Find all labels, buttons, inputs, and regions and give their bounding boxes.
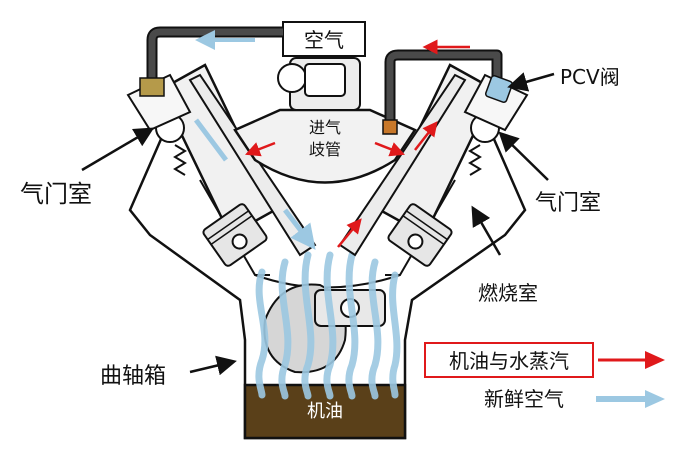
intake-manifold-label-line2: 歧管: [309, 140, 341, 159]
legend-oil-vapor-arrow: [598, 351, 665, 369]
left-cylinder: [126, 63, 317, 267]
crankcase-air-flow: [255, 251, 401, 400]
pcv-valve-label: PCV阀: [560, 65, 620, 89]
fresh-air-flow-arrows: [194, 118, 316, 250]
legend-oil-vapor-box: [424, 342, 594, 378]
air-inlet: 空气: [282, 21, 366, 57]
left-breather-hose: [139, 26, 283, 97]
oil-sump: 机油: [243, 383, 407, 440]
air-label: 空气: [304, 28, 344, 52]
valve-chamber-right-callout: 气门室: [498, 131, 601, 216]
legend: 机油与水蒸汽 新鲜空气: [424, 342, 665, 411]
legend-fresh-air-arrow: [596, 390, 665, 408]
crankcase-label: 曲轴箱: [100, 364, 166, 389]
intake-manifold-label-line1: 进气: [309, 118, 341, 137]
valve-chamber-left-callout: 气门室: [20, 127, 155, 208]
combustion-chamber-callout: 燃烧室: [471, 205, 538, 305]
pcv-hose: [382, 39, 503, 135]
legend-fresh-air-label: 新鲜空气: [484, 387, 564, 411]
valve-chamber-left-label: 气门室: [20, 180, 92, 208]
right-cylinder: [338, 63, 529, 267]
crankcase-callout: 曲轴箱: [100, 355, 237, 389]
legend-oil-vapor-label: 机油与水蒸汽: [449, 349, 569, 373]
valve-chamber-right-label: 气门室: [535, 191, 601, 216]
oil-vapor-flow-arrows: [245, 121, 438, 248]
combustion-chamber-label: 燃烧室: [478, 281, 538, 305]
intake-manifold: 进气 歧管: [233, 57, 417, 184]
pcv-valve: PCV阀: [484, 65, 620, 104]
oil-label: 机油: [307, 401, 343, 422]
